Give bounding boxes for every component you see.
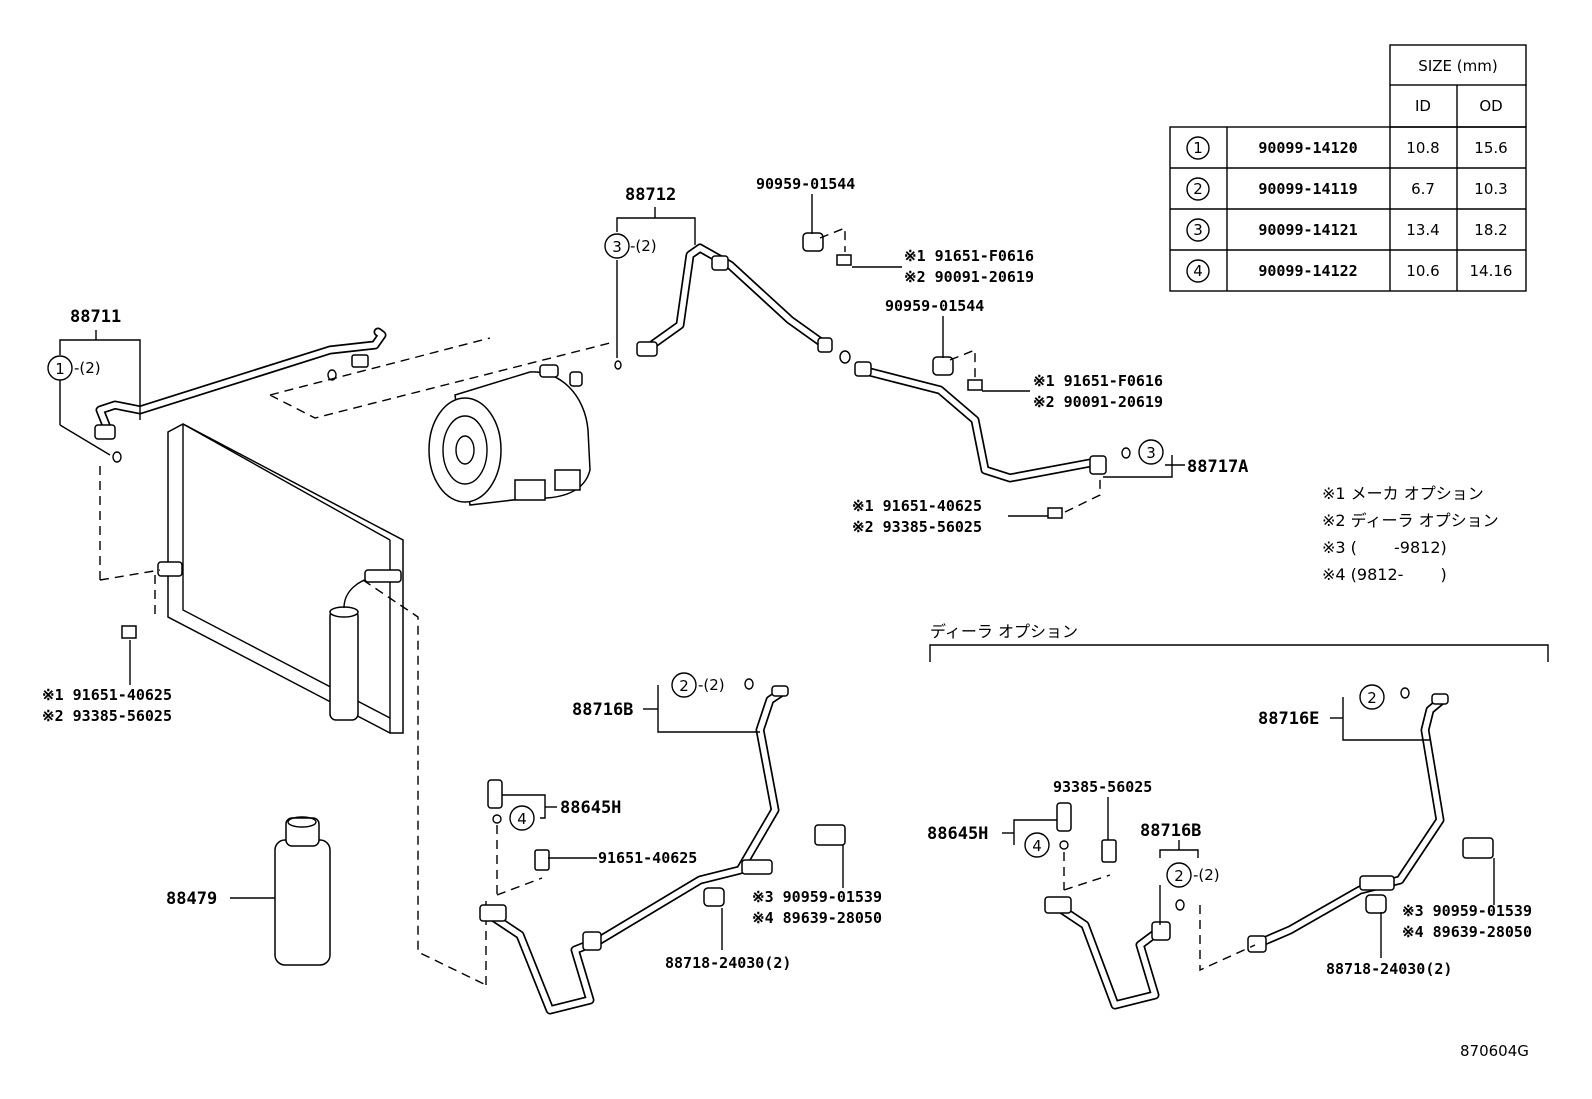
bolt-icon xyxy=(1047,507,1063,519)
callout-number: 4 xyxy=(517,810,527,828)
o-ring-callout-4: 4 xyxy=(509,805,535,831)
table-row: 3 90099-14121 13.4 18.2 xyxy=(1186,218,1508,242)
dealer-option-group: ディーラ オプション xyxy=(929,622,1549,662)
part-label-bolt: 91651-40625 xyxy=(598,849,697,867)
pressure-switch-icon xyxy=(1056,802,1072,832)
tube-88716e-illustration xyxy=(1247,687,1494,953)
part-label-bolt-dealer: ※2 90091-20619 xyxy=(904,268,1034,286)
part-label-clamp-until-9812: ※3 90959-01539 xyxy=(1402,902,1532,920)
callout-number: 4 xyxy=(1032,837,1042,855)
o-ring-callout-4: 4 xyxy=(1024,832,1050,858)
part-label-88645h: 88645H xyxy=(927,824,988,844)
callout-number: 2 xyxy=(679,677,689,695)
hose-88711-illustration xyxy=(94,327,387,463)
compressor-illustration xyxy=(428,360,622,506)
row-number: 4 xyxy=(1193,262,1203,280)
part-label-88716b: 88716B xyxy=(572,700,633,720)
o-ring-callout-2: 2 xyxy=(1359,684,1385,710)
bolt-icon xyxy=(121,625,137,639)
row-part-number: 90099-14121 xyxy=(1258,221,1357,239)
row-number: 1 xyxy=(1193,139,1203,157)
table-header-id: ID xyxy=(1415,97,1431,115)
callout-number: 1 xyxy=(55,360,65,378)
table-row: 4 90099-14122 10.6 14.16 xyxy=(1186,259,1513,283)
pressure-switch-icon xyxy=(487,779,503,809)
callout-quantity: -(2) xyxy=(74,359,101,377)
part-label-88716b: 88716B xyxy=(1140,821,1201,841)
part-label-bolt-maker: ※1 91651-40625 xyxy=(42,686,172,704)
leader-lines xyxy=(59,194,1495,958)
row-od: 18.2 xyxy=(1474,221,1507,239)
tube-88716b-right-illustration xyxy=(1044,896,1185,1010)
row-od: 10.3 xyxy=(1474,180,1507,198)
drawing-number: 870604G xyxy=(1460,1042,1529,1060)
part-label-88711: 88711 xyxy=(70,307,121,327)
part-label-88717a: 88717A xyxy=(1187,457,1248,477)
part-label-cushion: 88718-24030(2) xyxy=(1326,960,1452,978)
row-id: 6.7 xyxy=(1411,180,1435,198)
part-label-88479: 88479 xyxy=(166,889,217,909)
part-label-clamp-from-9812: ※4 89639-28050 xyxy=(1402,923,1532,941)
legend-notes: ※1 メーカ オプション ※2 ディーラ オプション ※3 ( -9812) ※… xyxy=(1322,484,1499,584)
note-from-9812: ※4 (9812- ) xyxy=(1322,565,1447,584)
pipe-88717a-illustration xyxy=(854,361,1131,483)
callout-number: 3 xyxy=(612,238,622,256)
table-row: 2 90099-14119 6.7 10.3 xyxy=(1186,177,1508,201)
part-label-88645h: 88645H xyxy=(560,798,621,818)
o-ring-callout-2: 2 -(2) xyxy=(671,672,725,698)
table-header-size: SIZE (mm) xyxy=(1418,57,1497,75)
o-ring-callout-3: 3 -(2) xyxy=(604,233,657,259)
part-label-clip: 90959-01544 xyxy=(756,175,855,193)
note-until-9812: ※3 ( -9812) xyxy=(1322,538,1447,557)
part-label-clamp-from-9812: ※4 89639-28050 xyxy=(752,909,882,927)
bolt-icon xyxy=(836,254,852,266)
part-label-88716e: 88716E xyxy=(1258,709,1319,729)
hose-88712-illustration xyxy=(636,243,851,364)
part-label-bolt-maker: ※1 91651-40625 xyxy=(852,497,982,515)
row-od: 14.16 xyxy=(1470,262,1513,280)
row-number: 3 xyxy=(1193,221,1203,239)
row-od: 15.6 xyxy=(1474,139,1507,157)
o-ring-callout-1: 1 -(2) xyxy=(47,355,101,381)
callout-quantity: -(2) xyxy=(630,237,657,255)
o-ring-size-table: SIZE (mm) ID OD 1 90099-14120 10.8 15.6 … xyxy=(1169,44,1527,292)
part-label-clip: 90959-01544 xyxy=(885,297,984,315)
o-ring-callout-2: 2 -(2) xyxy=(1166,862,1220,888)
clip-icon xyxy=(802,232,824,252)
callout-quantity: -(2) xyxy=(698,676,725,694)
row-id: 10.8 xyxy=(1406,139,1439,157)
condenser-illustration xyxy=(157,423,404,734)
table-row: 1 90099-14120 10.8 15.6 xyxy=(1186,136,1508,160)
part-label-bolt-maker: ※1 91651-F0616 xyxy=(904,247,1034,265)
part-label-bolt-dealer: ※2 93385-56025 xyxy=(852,518,982,536)
callout-number: 2 xyxy=(1367,689,1377,707)
row-number: 2 xyxy=(1193,180,1203,198)
part-label-clamp-until-9812: ※3 90959-01539 xyxy=(752,888,882,906)
bolt-icon xyxy=(967,379,983,391)
row-part-number: 90099-14120 xyxy=(1258,139,1357,157)
note-maker-option: ※1 メーカ オプション xyxy=(1322,484,1484,503)
part-label-bolt-dealer: ※2 93385-56025 xyxy=(42,707,172,725)
receiver-88479-illustration xyxy=(274,816,331,966)
table-header-od: OD xyxy=(1479,97,1502,115)
part-label-bolt: 93385-56025 xyxy=(1053,778,1152,796)
callout-number: 3 xyxy=(1146,444,1156,462)
callout-number: 2 xyxy=(1174,867,1184,885)
row-part-number: 90099-14119 xyxy=(1258,180,1357,198)
part-label-88712: 88712 xyxy=(625,185,676,205)
o-ring-callout-3: 3 xyxy=(1138,439,1164,465)
bolt-icon xyxy=(534,849,550,871)
dealer-option-title: ディーラ オプション xyxy=(930,622,1078,641)
tube-88716b-left-illustration xyxy=(479,678,846,1015)
bolt-icon xyxy=(1101,839,1117,863)
part-label-bolt-dealer: ※2 90091-20619 xyxy=(1033,393,1163,411)
part-label-bolt-maker: ※1 91651-F0616 xyxy=(1033,372,1163,390)
row-id: 13.4 xyxy=(1406,221,1439,239)
row-part-number: 90099-14122 xyxy=(1258,262,1357,280)
row-id: 10.6 xyxy=(1406,262,1439,280)
callout-quantity: -(2) xyxy=(1193,866,1220,884)
note-dealer-option: ※2 ディーラ オプション xyxy=(1322,511,1499,530)
part-label-cushion: 88718-24030(2) xyxy=(665,954,791,972)
